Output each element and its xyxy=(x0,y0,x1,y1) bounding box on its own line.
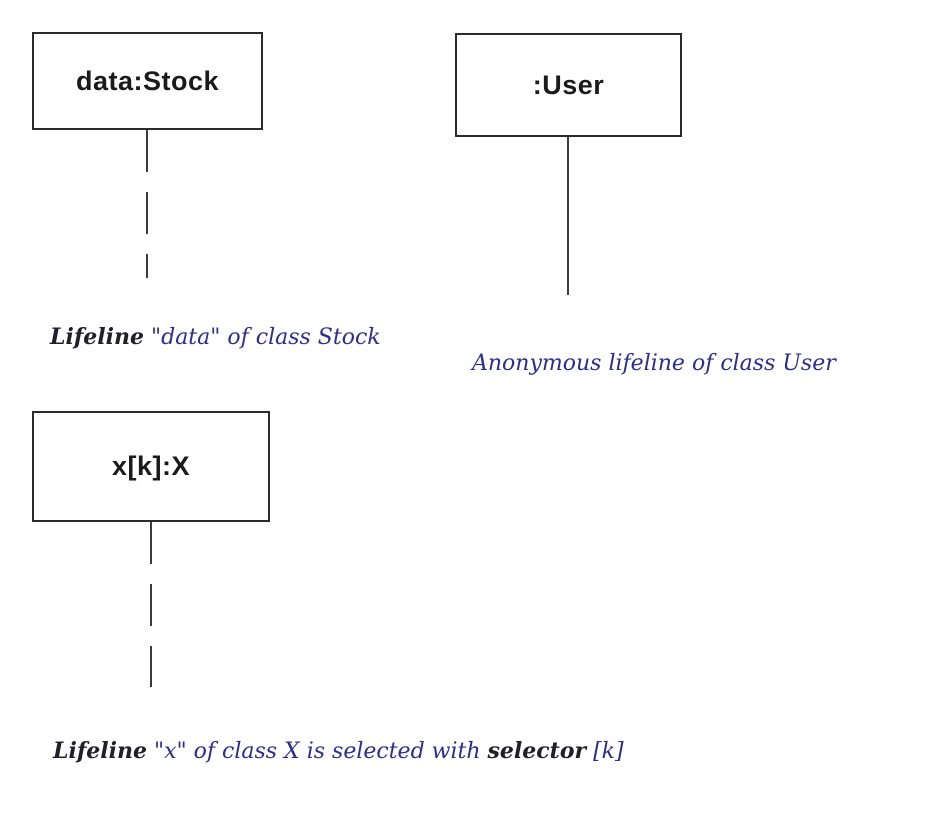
lifeline-head-data-stock: data:Stock xyxy=(32,32,263,130)
lifeline-head-x-selector: x[k]:X xyxy=(32,411,270,522)
caption-segment: Lifeline xyxy=(53,738,147,764)
lifeline-head-label-user: :User xyxy=(532,69,605,100)
caption-segment: "x" of class X is selected with xyxy=(147,739,488,764)
lifeline-head-label-data-stock: data:Stock xyxy=(75,65,220,96)
caption-segment: Lifeline xyxy=(50,324,144,350)
caption-segment: selector xyxy=(487,738,587,764)
caption-segment: [k] xyxy=(586,739,624,764)
lifeline-head-user: :User xyxy=(455,33,682,137)
caption-anonymous-lifeline-user: Anonymous lifeline of class User xyxy=(472,350,836,378)
lifeline-head-label-x-selector: x[k]:X xyxy=(111,451,190,481)
caption-lifeline-data-stock: Lifeline "data" of class Stock xyxy=(50,324,381,352)
caption-segment: Anonymous lifeline of class User xyxy=(472,351,836,376)
caption-lifeline-x-selector: Lifeline "x" of class X is selected with… xyxy=(53,738,624,766)
lifeline-dashed-line-x-selector xyxy=(150,522,152,687)
lifeline-solid-line-user xyxy=(567,137,569,295)
lifeline-dashed-line-data-stock xyxy=(146,130,148,278)
caption-segment: "data" of class Stock xyxy=(144,325,381,350)
